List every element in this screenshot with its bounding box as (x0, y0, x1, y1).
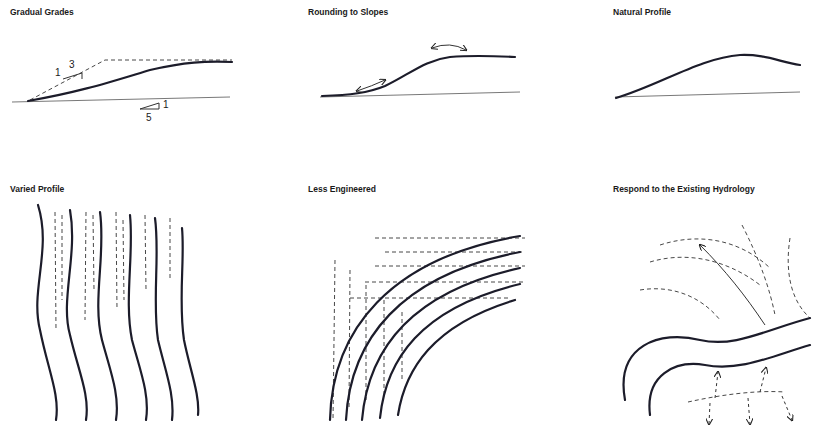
panel-title: Less Engineered (308, 185, 376, 195)
panel-title: Natural Profile (613, 8, 671, 18)
panel-title: Gradual Grades (10, 8, 74, 18)
panel-title: Rounding to Slopes (308, 8, 388, 18)
panel-title: Respond to the Existing Hydrology (613, 185, 755, 195)
slope-number: 1 (163, 99, 169, 111)
panel-title: Varied Profile (10, 185, 64, 195)
slope-number: 3 (69, 59, 75, 71)
varied-profile-sketch (37, 205, 198, 420)
rounding-slopes-sketch (320, 45, 520, 97)
gradual-grades-sketch (12, 60, 232, 109)
slope-number: 5 (146, 112, 152, 124)
natural-profile-sketch (615, 55, 800, 98)
less-engineered-sketch (330, 236, 525, 420)
hydrology-sketch (624, 225, 810, 424)
slope-number: 1 (55, 67, 61, 79)
